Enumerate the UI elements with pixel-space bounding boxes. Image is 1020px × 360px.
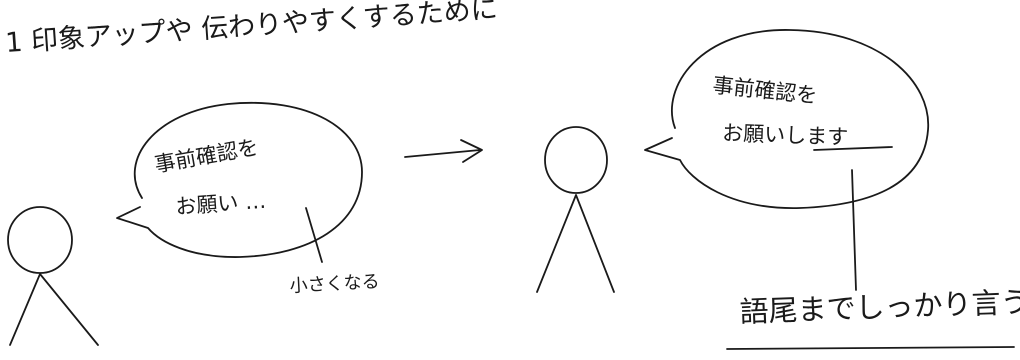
- left-bubble-outline: [116, 102, 363, 258]
- left-speech-line2: お願い …: [175, 189, 267, 219]
- left-person-figure: [7, 206, 99, 346]
- left-note-text: 小さくなる: [289, 271, 380, 297]
- right-speech-bubble: 事前確認を お願いします: [644, 29, 929, 209]
- right-note-text: 語尾までしっかり言う: [739, 285, 1020, 329]
- right-note-pointer: [851, 169, 857, 291]
- right-person-figure: [536, 126, 615, 293]
- right-person-head: [544, 126, 608, 194]
- right-bubble-outline: [644, 29, 929, 209]
- title-text: 1 印象アップや 伝わりやすくするために: [4, 0, 498, 59]
- right-speech-line2: お願いします: [722, 121, 849, 149]
- right-arrow-icon: [404, 139, 483, 163]
- right-person-body: [536, 194, 615, 293]
- left-speech-line1: 事前確認を: [153, 135, 261, 177]
- left-note-pointer: [305, 207, 323, 263]
- right-speech-line1: 事前確認を: [711, 73, 818, 108]
- left-person-body: [9, 273, 99, 346]
- left-speech-bubble: 事前確認を お願い …: [116, 102, 363, 258]
- right-speech-underline: [813, 146, 893, 151]
- left-person-head: [7, 206, 73, 274]
- right-note-underline: [726, 346, 1015, 350]
